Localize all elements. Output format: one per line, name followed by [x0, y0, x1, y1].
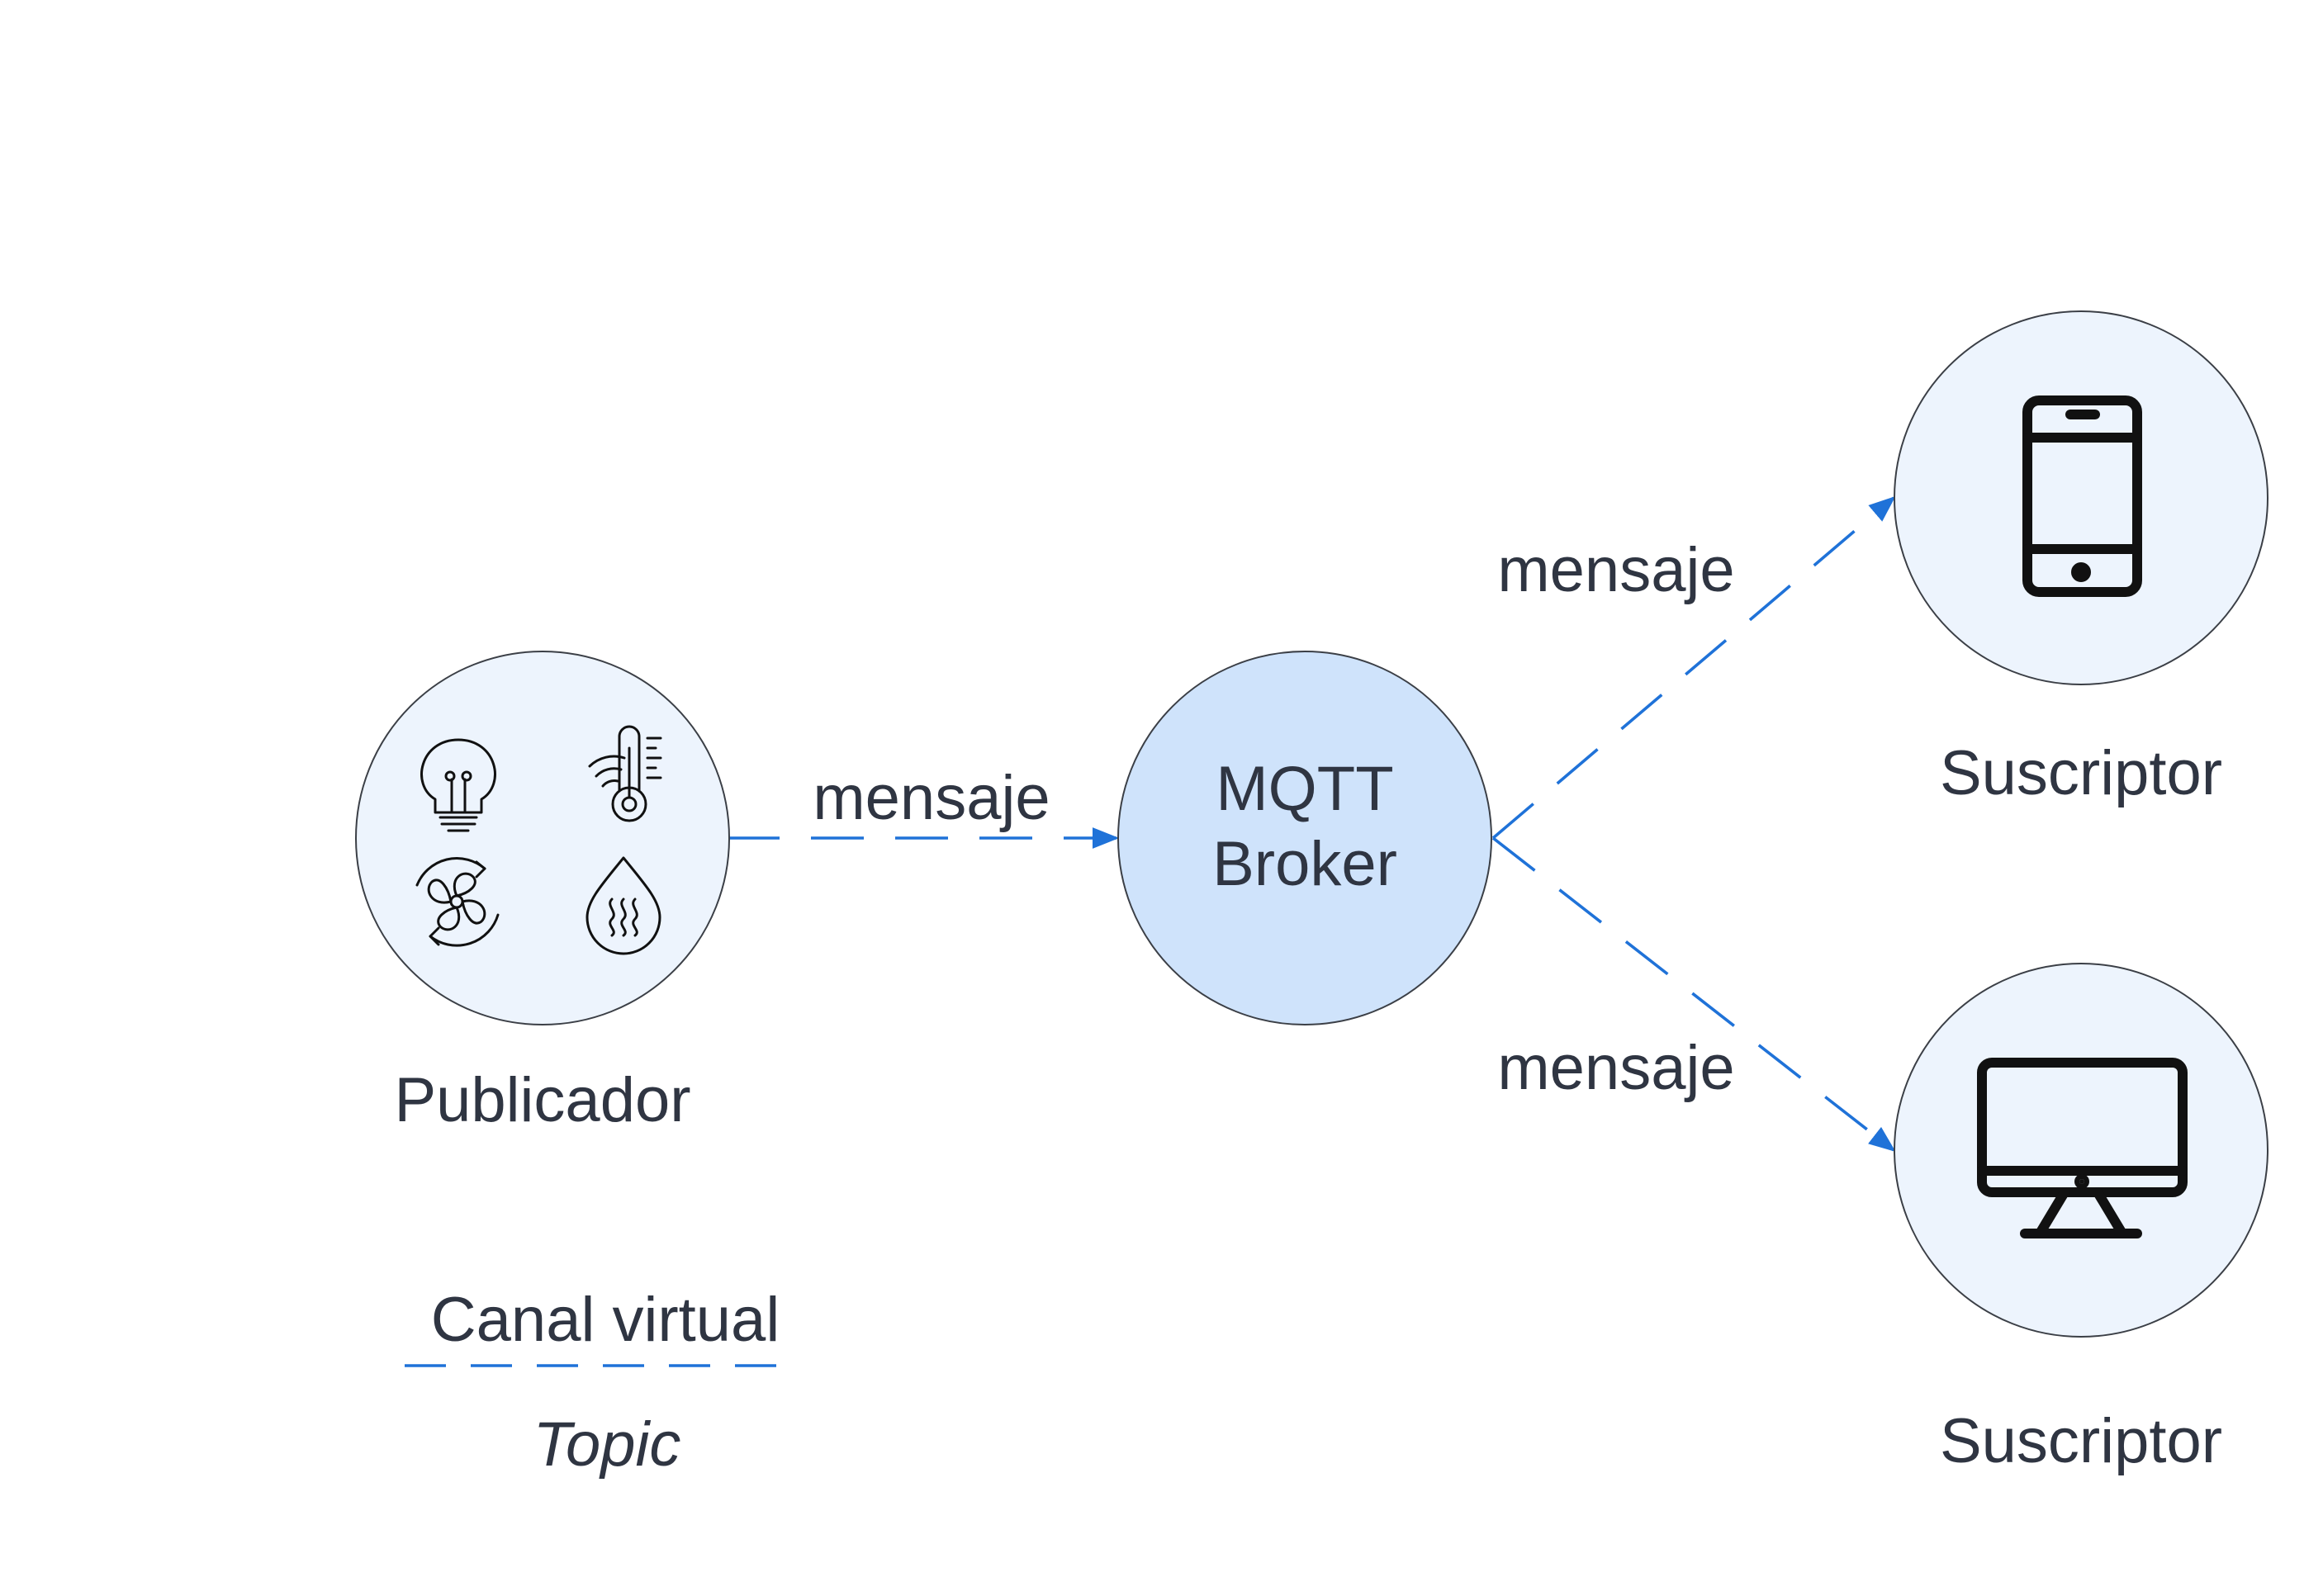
broker-label-line1: MQTT	[1216, 754, 1393, 824]
message-label-broker-top: mensaje	[1497, 535, 1734, 605]
publisher-node[interactable]	[355, 651, 730, 1025]
thermometer-wifi-icon	[588, 725, 662, 822]
publisher-label: Publicador	[394, 1065, 690, 1135]
subscriber-top-label: Suscriptor	[1940, 738, 2222, 808]
fan-icon	[415, 857, 500, 947]
connector-broker-to-bottom	[1491, 836, 1896, 1152]
subscriber-node-top[interactable]	[1894, 310, 2268, 685]
message-label-broker-bottom: mensaje	[1497, 1033, 1734, 1103]
lightbulb-icon	[420, 738, 496, 832]
legend: Canal virtual Topic	[405, 1285, 780, 1480]
broker-label-line2: Broker	[1212, 829, 1397, 899]
subscriber-bottom-label: Suscriptor	[1940, 1406, 2222, 1476]
desktop-monitor-icon	[1977, 1058, 2188, 1238]
legend-title: Canal virtual	[431, 1285, 780, 1355]
smartphone-icon	[2022, 395, 2142, 597]
connector-broker-to-top	[1491, 495, 1896, 840]
message-label-publisher-broker: mensaje	[813, 763, 1050, 833]
subscriber-node-bottom[interactable]	[1894, 963, 2268, 1338]
broker-node[interactable]: MQTT Broker	[1117, 651, 1492, 1025]
legend-subtitle: Topic	[533, 1409, 681, 1480]
humidity-drop-icon	[585, 856, 661, 955]
